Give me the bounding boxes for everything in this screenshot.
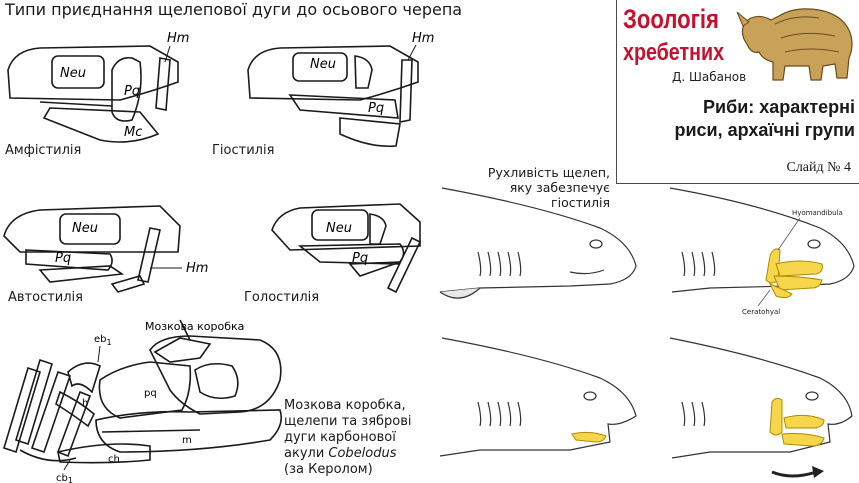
label-holostyly: Голостилія bbox=[244, 290, 320, 305]
shark-closed-right bbox=[669, 187, 855, 293]
series-subtitle: хребетних bbox=[623, 39, 725, 66]
jaw-cartilage-closed bbox=[765, 248, 823, 299]
label-hyomandibula: Hyomandibula bbox=[792, 209, 843, 217]
caption-cobelodus: Мозкова коробка, щелепи та зяброві дуги … bbox=[284, 398, 412, 477]
label-hyostyly: Гіостилія bbox=[212, 143, 275, 158]
diagram-hyostyly bbox=[247, 45, 419, 148]
shark-closed-left bbox=[439, 187, 637, 299]
diagram-cobelodus bbox=[3, 319, 283, 464]
curved-arrow-icon bbox=[771, 466, 824, 478]
label-h: h bbox=[82, 398, 88, 409]
label-ch: ch bbox=[108, 454, 120, 465]
jaw-cartilage-open bbox=[769, 397, 825, 447]
label-m: m bbox=[182, 435, 192, 446]
series-title: Зоологія bbox=[623, 4, 719, 34]
diagram-holostyly bbox=[271, 203, 422, 294]
label-autostyly: Автостилія bbox=[8, 290, 83, 305]
label-hm-3: Hm bbox=[186, 261, 208, 276]
label-pq-2: Pq bbox=[368, 101, 384, 116]
label-hm: Hm bbox=[167, 31, 189, 46]
label-ceratohyal: Ceratohyal bbox=[742, 308, 780, 316]
diagram-amphistyly bbox=[7, 45, 179, 143]
label-neu: Neu bbox=[60, 66, 86, 81]
label-eb1: eb1 bbox=[94, 334, 112, 347]
label-pq-lower: pq bbox=[144, 388, 157, 399]
label-neu-2: Neu bbox=[310, 57, 336, 72]
topic-title: Риби: характерні риси, архаїчні групи bbox=[674, 97, 855, 140]
shark-open-right bbox=[669, 337, 853, 459]
label-pq-3: Pq bbox=[55, 251, 71, 266]
label-pq-4: Pq bbox=[352, 251, 368, 266]
label-braincase: Мозкова коробка bbox=[145, 320, 244, 333]
shark-open-left bbox=[439, 337, 637, 457]
label-neu-3: Neu bbox=[72, 221, 98, 236]
label-pq: Pq bbox=[124, 84, 140, 99]
label-neu-4: Neu bbox=[326, 221, 352, 236]
diagram-autostyly bbox=[3, 205, 181, 293]
label-amphistyly: Амфістилія bbox=[5, 143, 82, 158]
label-cb1: cb1 bbox=[56, 473, 73, 483]
shark-illustrations: Hyomandibula Ceratohyal bbox=[439, 187, 855, 478]
author: Д. Шабанов bbox=[672, 70, 747, 84]
branding-box: Зоологія хребетних Д. Шабанов Риби: хара… bbox=[616, 0, 859, 184]
label-mc: Mc bbox=[124, 125, 142, 140]
slide-number: Слайд № 4 bbox=[786, 160, 851, 175]
jaw-cartilage-small bbox=[571, 431, 607, 443]
rhino-illustration-icon bbox=[736, 8, 853, 81]
label-hm-2: Hm bbox=[412, 31, 434, 46]
caption-mobility: Рухливість щелеп, яку забезпечує гіостил… bbox=[487, 165, 610, 210]
skull-diagrams: Neu Pq Hm Mc Neu Hm Pq Neu Pq Hm Neu Pq … bbox=[3, 31, 434, 483]
page-title: Типи приєднання щелепової дуги до осьово… bbox=[5, 0, 463, 19]
